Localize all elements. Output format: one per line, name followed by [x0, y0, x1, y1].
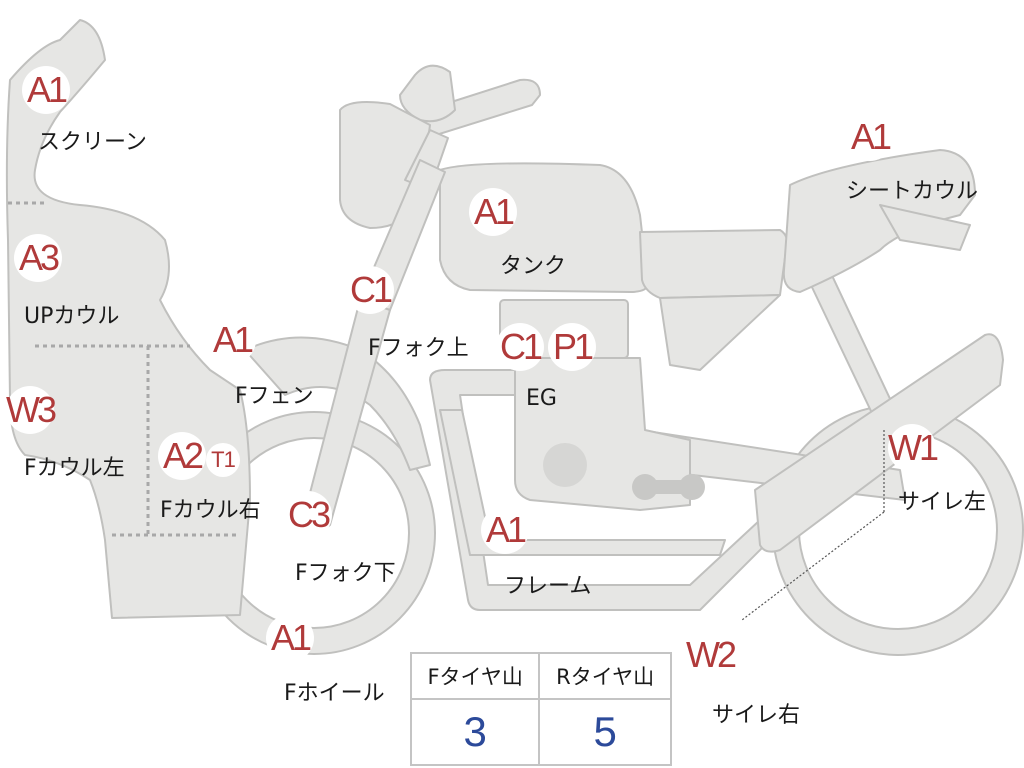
front-tyre-header: Fタイヤ山: [409, 652, 541, 700]
f-fork-lower-code-badge[interactable]: C3: [284, 491, 332, 539]
engine-label: EG: [526, 386, 557, 411]
seat-cowl-label: シートカウル: [846, 179, 979, 204]
f-cowl-left-code-badge[interactable]: W3: [6, 386, 57, 434]
up-cowl-code-badge[interactable]: A3: [14, 234, 62, 282]
f-cowl-left-label: Fカウル左: [24, 456, 125, 481]
frame-code-badge[interactable]: A1: [481, 506, 529, 554]
engine-code-badge[interactable]: C1: [496, 323, 544, 371]
screen-code-badge[interactable]: A1: [22, 66, 70, 114]
tank-code-badge[interactable]: A1: [469, 188, 517, 236]
silencer-right-code-badge[interactable]: W2: [686, 631, 737, 679]
rear-tyre-value[interactable]: 5: [538, 698, 672, 766]
f-cowl-right-extra-code-badge[interactable]: T1: [206, 443, 240, 477]
up-cowl-label: UPカウル: [24, 304, 120, 329]
f-fork-upper-label: Fフォク上: [368, 336, 469, 361]
front-tyre-value[interactable]: 3: [409, 698, 541, 766]
f-cowl-right-label: Fカウル右: [160, 498, 261, 523]
silencer-shape: [754, 333, 1004, 553]
side-cover-shape: [659, 294, 781, 371]
engine-cover-shape: [543, 443, 587, 487]
silencer-left-code-badge[interactable]: W1: [888, 424, 939, 472]
screen-label: スクリーン: [38, 130, 147, 155]
silencer-right-leader: [741, 511, 885, 621]
frame-lower-shape: [439, 409, 726, 556]
f-cowl-right-code-badge[interactable]: A2: [158, 432, 206, 480]
silencer-left-label: サイレ左: [898, 490, 987, 515]
tyre-tread-table: Fタイヤ山 Rタイヤ山 3 5: [409, 652, 672, 766]
f-fork-upper-code-badge[interactable]: C1: [346, 266, 394, 314]
engine-extra-code-badge[interactable]: P1: [548, 323, 596, 371]
seat-shape: [639, 229, 789, 299]
f-fork-lower-label: Fフォク下: [295, 561, 396, 586]
f-wheel-label: Fホイール: [284, 681, 385, 706]
f-fender-code-badge[interactable]: A1: [208, 316, 256, 364]
frame-shape: [429, 369, 781, 611]
silencer-right-label: サイレ右: [712, 703, 801, 728]
tank-label: タンク: [500, 254, 567, 279]
f-fender-label: Fフェン: [235, 384, 314, 409]
frame-label: フレーム: [504, 574, 592, 599]
seat-cowl-code-badge[interactable]: A1: [846, 113, 894, 161]
f-wheel-code-badge[interactable]: A1: [266, 614, 314, 662]
handlebar-shape: [394, 78, 541, 141]
rear-tyre-header: Rタイヤ山: [538, 652, 672, 700]
